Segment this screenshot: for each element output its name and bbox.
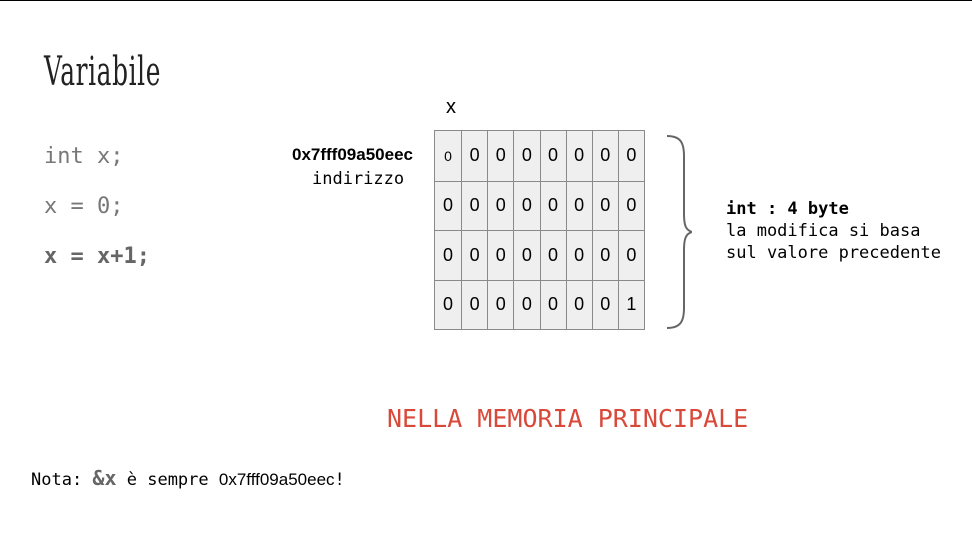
- memory-bit-cell: 0: [461, 231, 488, 280]
- memory-bit-cell: 0: [513, 280, 540, 329]
- memory-bit-cell: 0: [461, 131, 488, 181]
- variable-name-label: x: [446, 96, 456, 118]
- note-suffix: !: [334, 470, 345, 490]
- footnote: Nota: &x è sempre 0x7fff09a50eec!: [31, 466, 345, 490]
- memory-bit-cell: 0: [617, 131, 644, 181]
- note-reference: &x: [92, 466, 117, 490]
- memory-bit-cell: 0: [539, 181, 566, 230]
- memory-bit-cell: 0: [591, 131, 618, 181]
- memory-byte-row: 0 0 0 0 0 0 0 1: [435, 279, 644, 329]
- memory-bit-cell: 0: [591, 181, 618, 230]
- type-note-line2: sul valore precedente: [726, 243, 941, 263]
- memory-bit-cell: 0: [565, 231, 592, 280]
- memory-bit-cell: 0: [487, 231, 514, 280]
- memory-bit-cell: 0: [513, 131, 540, 181]
- memory-bit-cell: 0: [539, 280, 566, 329]
- note-prefix: Nota:: [31, 470, 93, 490]
- curly-brace-icon: [666, 135, 692, 329]
- memory-bit-cell: 0: [617, 181, 644, 230]
- memory-grid: 0 0 0 0 0 0 0 0 0 0 0 0 0 0 0 0 0 0 0 0 …: [434, 130, 645, 330]
- memory-bit-cell: 0: [435, 131, 462, 181]
- memory-bit-cell: 0: [487, 280, 514, 329]
- top-border-line: [0, 0, 972, 1]
- code-line-increment: x = x+1;: [44, 244, 150, 269]
- memory-bit-cell: 0: [435, 231, 462, 280]
- note-middle: è sempre: [116, 470, 219, 490]
- memory-bit-cell: 0: [461, 181, 488, 230]
- slide-title: Variabile: [44, 49, 161, 95]
- memory-bit-cell: 0: [487, 131, 514, 181]
- memory-bit-cell: 0: [617, 231, 644, 280]
- memory-bit-cell: 0: [565, 280, 592, 329]
- memory-bit-cell: 0: [539, 231, 566, 280]
- memory-caption: NELLA MEMORIA PRINCIPALE: [387, 404, 749, 433]
- memory-byte-row: 0 0 0 0 0 0 0 0: [435, 230, 644, 280]
- memory-bit-cell: 0: [435, 181, 462, 230]
- memory-bit-cell: 0: [461, 280, 488, 329]
- type-note-line1: la modifica si basa: [726, 221, 921, 241]
- type-info: int : 4 byte la modifica si basa sul val…: [726, 198, 941, 264]
- memory-bit-cell: 0: [565, 181, 592, 230]
- code-line-assignment: x = 0;: [44, 194, 124, 219]
- memory-bit-cell: 0: [539, 131, 566, 181]
- memory-bit-cell: 0: [487, 181, 514, 230]
- memory-byte-row: 0 0 0 0 0 0 0 0: [435, 131, 644, 181]
- memory-bit-cell: 0: [565, 131, 592, 181]
- memory-address: 0x7fff09a50eec: [292, 145, 413, 164]
- memory-bit-cell: 0: [513, 231, 540, 280]
- address-label: indirizzo: [312, 169, 405, 189]
- memory-byte-row: 0 0 0 0 0 0 0 0: [435, 180, 644, 230]
- memory-bit-cell: 0: [591, 231, 618, 280]
- memory-bit-cell: 0: [513, 181, 540, 230]
- memory-bit-cell: 0: [591, 280, 618, 329]
- memory-bit-cell: 1: [617, 280, 644, 329]
- memory-bit-cell: 0: [435, 280, 462, 329]
- code-line-declaration: int x;: [44, 144, 124, 169]
- note-address: 0x7fff09a50eec: [218, 470, 335, 489]
- type-size-label: int : 4 byte: [726, 199, 849, 219]
